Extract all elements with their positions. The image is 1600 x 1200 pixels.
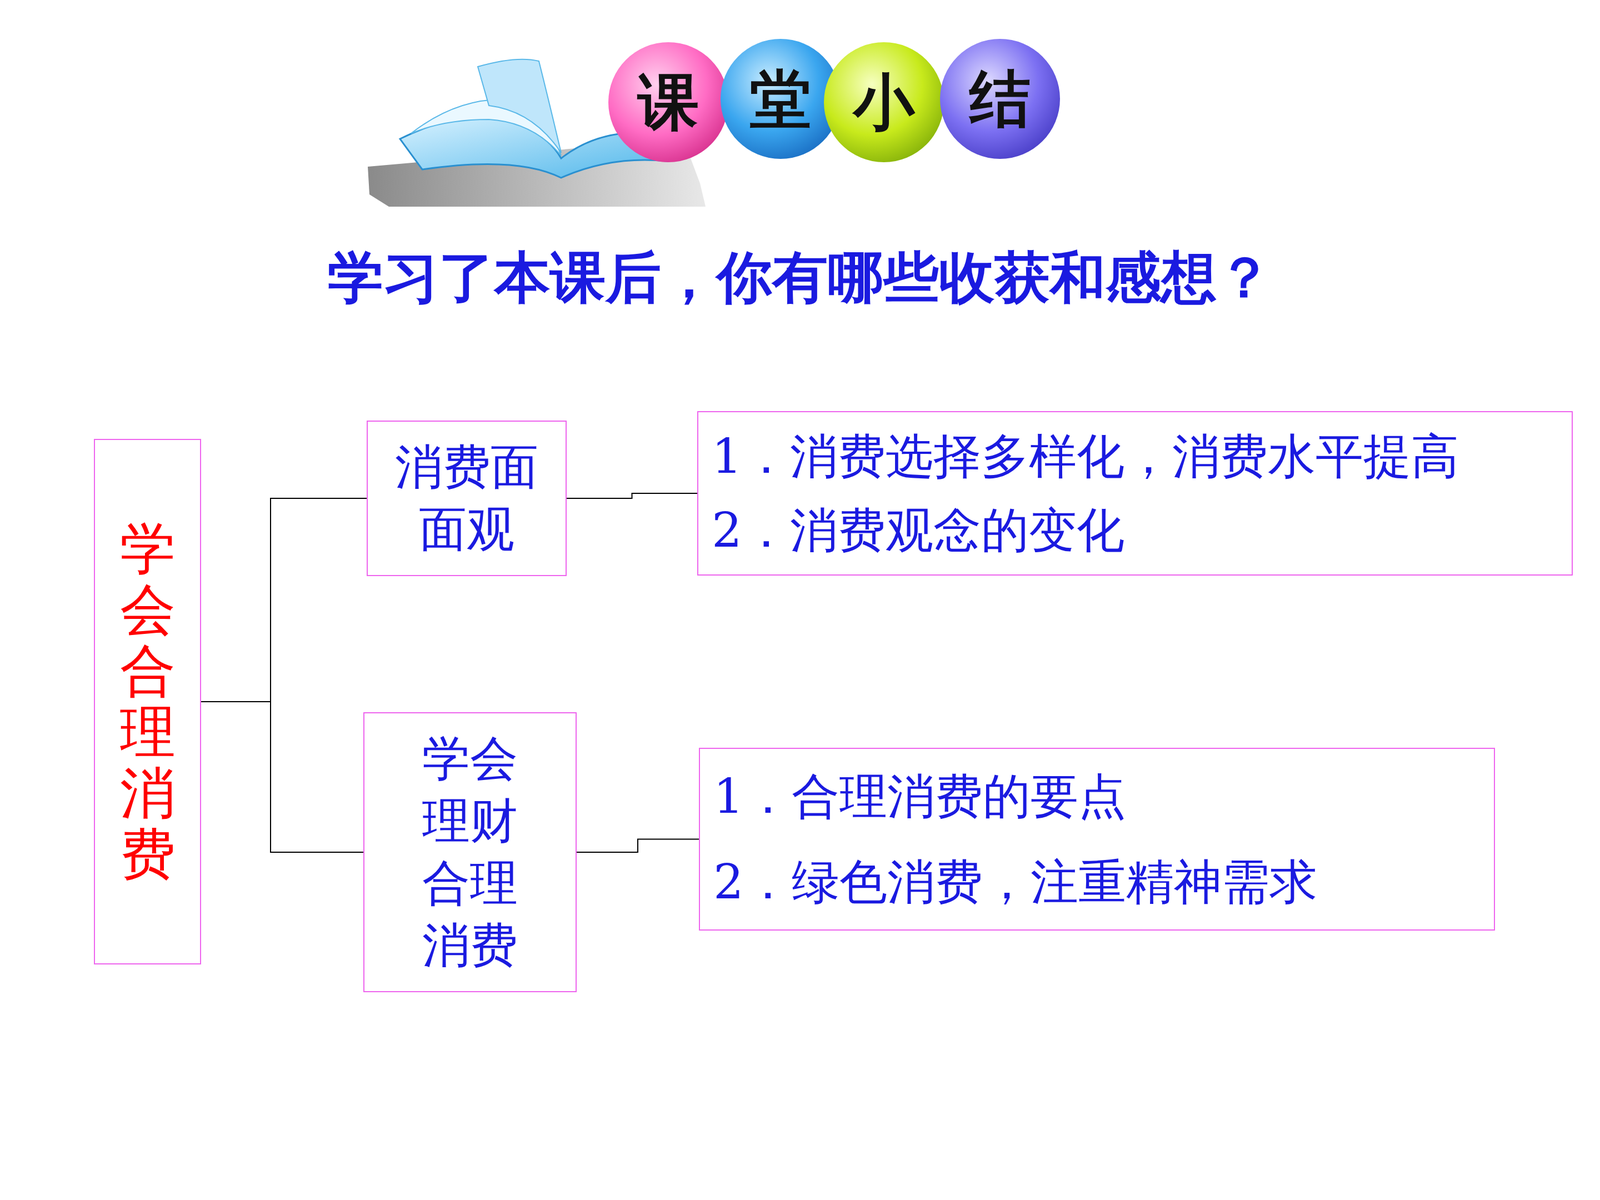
branch-box: 消费面 面观 xyxy=(366,420,567,577)
content-box: 1．合理消费的要点 2．绿色消费，注重精神需求 xyxy=(698,747,1495,931)
node-label: 学会 理财 合理 消费 xyxy=(420,727,521,977)
node-label: 消费面 面观 xyxy=(392,436,542,561)
circle-shape xyxy=(940,38,1060,159)
branch-box: 学会 理财 合理 消费 xyxy=(363,712,577,993)
node-label: 1．消费选择多样化，消费水平提高 xyxy=(711,427,1459,485)
title-circle: 课 xyxy=(607,41,730,164)
connector-line xyxy=(201,701,364,853)
title-circle: 堂 xyxy=(719,37,842,160)
connector-line xyxy=(566,493,698,499)
circle-shape xyxy=(608,42,729,163)
summary-question: 学习了本课后，你有哪些收获和感想？ xyxy=(0,244,1600,312)
book-page-turning xyxy=(477,59,562,153)
node-label: 1．合理消费的要点 xyxy=(713,767,1127,825)
title-circle: 小 xyxy=(822,41,945,164)
node-label: 2．消费观念的变化 xyxy=(711,501,1125,559)
circle-shape xyxy=(823,42,944,163)
title-character: 课 xyxy=(637,71,699,133)
circle-shape xyxy=(720,38,841,159)
connector-line xyxy=(576,839,699,853)
title-character: 结 xyxy=(969,68,1031,130)
title-circle: 结 xyxy=(938,37,1062,160)
title-character: 小 xyxy=(853,71,915,133)
content-box: 1．消费选择多样化，消费水平提高 2．消费观念的变化 xyxy=(697,411,1573,576)
title-character: 堂 xyxy=(750,68,812,130)
topic-box: 学会合理消费 xyxy=(93,438,202,965)
node-label: 2．绿色消费，注重精神需求 xyxy=(713,853,1318,911)
node-label: 学会合理消费 xyxy=(120,518,176,885)
connector-line xyxy=(201,498,367,702)
